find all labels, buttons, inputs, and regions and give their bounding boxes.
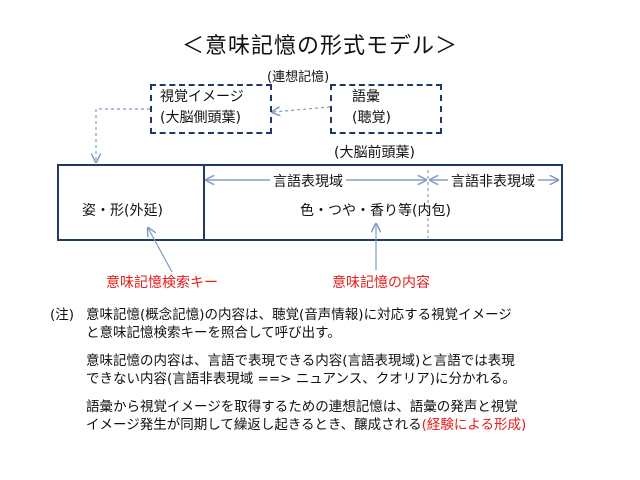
diagram-title: ＜意味記憶の形式モデル＞	[181, 34, 458, 59]
vocab-box	[330, 84, 442, 134]
associative-memory-label: (連想記憶)	[267, 70, 330, 85]
extension-label: 姿・形(外延)	[82, 203, 163, 219]
note-2-line-2: できない内容(言語非表現域 ==> ニュアンス、クオリア)に分かれる。	[86, 371, 516, 387]
note-2-line-1: 意味記憶の内容は、言語で表現できる内容(言語表現域)と言語では表現	[86, 353, 515, 369]
verbal-domain-label: 言語表現域	[270, 171, 346, 191]
visual-to-main-line	[96, 108, 150, 162]
content-label: 意味記憶の内容	[332, 275, 430, 291]
search-key-label: 意味記憶検索キー	[106, 275, 218, 291]
note-3-line-2: イメージ発生が同期して繰返し起きるとき、醸成される(経験による形成)	[86, 416, 526, 434]
visual-image-box	[150, 84, 272, 134]
key-pointer	[148, 228, 173, 273]
intension-label: 色・つや・香り等(内包)	[300, 203, 451, 219]
note-1-line-2: と意味記憶検索キーを照合して呼び出す。	[86, 325, 341, 341]
note-3-highlight: (経験による形成)	[421, 417, 527, 433]
nonverbal-domain-label: 言語非表現域	[448, 171, 538, 191]
note-1-line-1: 意味記憶(概念記憶)の内容は、聴覚(音声情報)に対応する視覚イメージ	[86, 307, 512, 323]
main-box	[57, 164, 563, 241]
vocab-line1: 語彙	[352, 89, 380, 105]
associative-link-line	[272, 106, 331, 112]
note-3-line-2-text: イメージ発生が同期して繰返し起きるとき、醸成される	[86, 417, 422, 433]
visual-image-line1: 視覚イメージ	[160, 89, 244, 105]
frontal-lobe-label: (大脳前頭葉)	[334, 145, 415, 161]
visual-image-line2: (大脳側頭葉)	[160, 110, 241, 126]
note-prefix: (注)	[50, 307, 75, 323]
note-3-line-1: 語彙から視覚イメージを取得するための連想記憶は、語彙の発声と視覚	[86, 399, 518, 415]
vocab-line2: (聴覚)	[352, 110, 391, 126]
